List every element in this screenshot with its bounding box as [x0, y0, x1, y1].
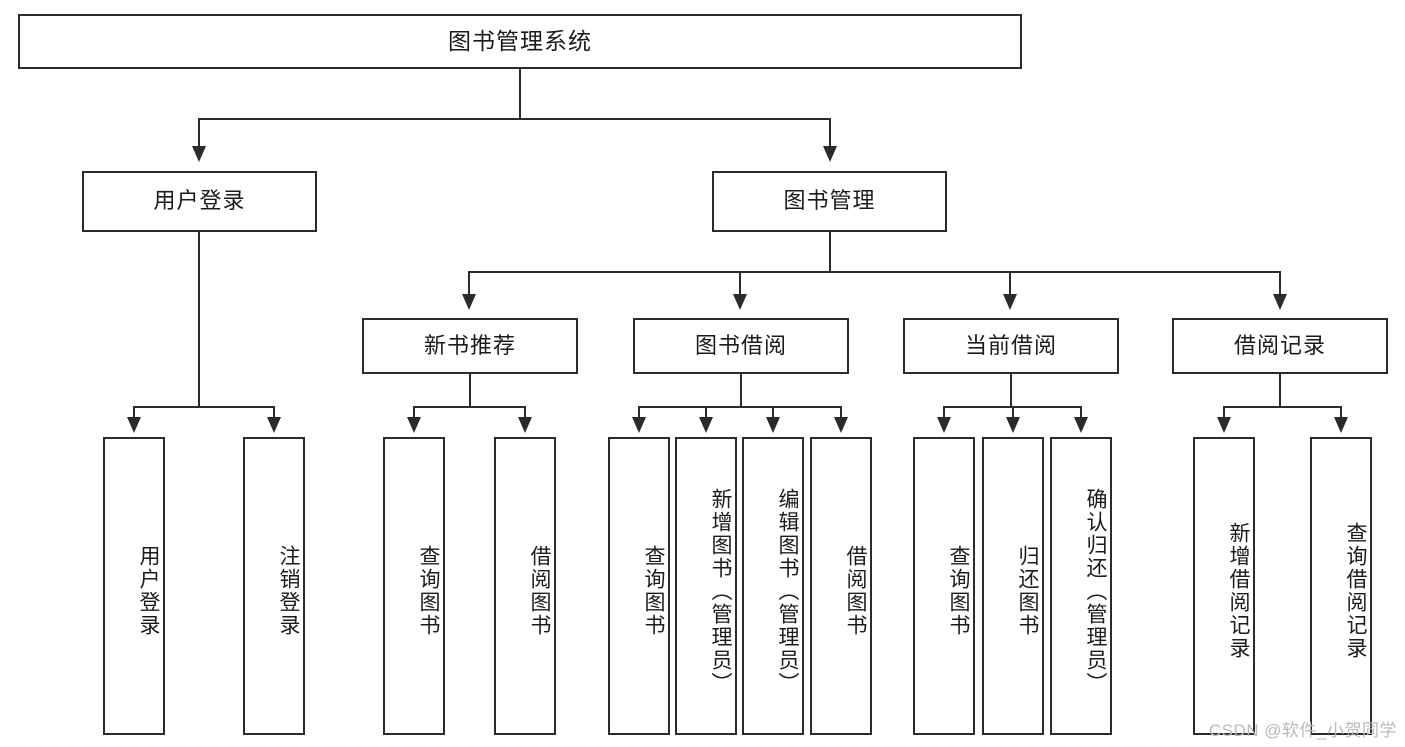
node-user-login[interactable]: 用户登录 — [82, 171, 317, 232]
leaf-query-book-current[interactable]: 查询图书 — [913, 437, 975, 735]
edge-l4-9-drop — [943, 406, 945, 418]
arrow-l4-7 — [766, 417, 780, 433]
edge-l3-4-drop — [1279, 271, 1281, 295]
edge-l4-6-drop — [705, 406, 707, 418]
leaf-user-login[interactable]: 用户登录 — [103, 437, 165, 735]
edge-l4-10-drop — [1012, 406, 1014, 418]
arrow-l4-5 — [632, 417, 646, 433]
edge-new-book-stem — [469, 374, 471, 407]
arrow-l3-2 — [733, 294, 747, 310]
node-current-borrow[interactable]: 当前借阅 — [903, 318, 1119, 374]
edge-l4-12-drop — [1223, 406, 1225, 418]
edge-user-login-bus — [133, 406, 275, 408]
leaf-borrow-book-label: 借阅图书 — [844, 545, 867, 637]
node-borrow-record[interactable]: 借阅记录 — [1172, 318, 1388, 374]
edge-l4-13-drop — [1340, 406, 1342, 418]
arrow-l4-10 — [1006, 417, 1020, 433]
leaf-query-book-recommend-label: 查询图书 — [417, 545, 440, 637]
leaf-query-book-borrow-label: 查询图书 — [642, 545, 665, 637]
leaf-return-book-label: 归还图书 — [1016, 545, 1039, 637]
leaf-return-book[interactable]: 归还图书 — [982, 437, 1044, 735]
edge-l3-2-drop — [739, 271, 741, 295]
arrow-l3-4 — [1273, 294, 1287, 310]
leaf-add-borrow-record-label: 新增借阅记录 — [1227, 522, 1250, 660]
edge-user-login-stem — [198, 232, 200, 407]
leaf-add-borrow-record[interactable]: 新增借阅记录 — [1193, 437, 1255, 735]
leaf-logout-label: 注销登录 — [277, 545, 300, 637]
edge-level2-bus — [198, 118, 831, 120]
leaf-borrow-book-recommend[interactable]: 借阅图书 — [494, 437, 556, 735]
arrow-l3-3 — [1003, 294, 1017, 310]
node-book-borrow-label: 图书借阅 — [694, 332, 787, 358]
edge-borrow-record-bus — [1223, 406, 1342, 408]
edge-borrow-record-stem — [1279, 374, 1281, 407]
edge-l4-1-drop — [133, 406, 135, 418]
edge-book-borrow-stem — [740, 374, 742, 407]
leaf-user-login-label: 用户登录 — [137, 545, 160, 637]
watermark: CSDN @软件_小贺同学 — [1208, 721, 1397, 740]
edge-l4-7-drop — [772, 406, 774, 418]
arrow-l4-9 — [937, 417, 951, 433]
edge-l3-1-drop — [468, 271, 470, 295]
node-new-book-recommend-label: 新书推荐 — [423, 332, 516, 358]
leaf-edit-book-admin[interactable]: 编辑图书（管理员） — [742, 437, 804, 735]
edge-root-stem — [519, 69, 521, 119]
leaf-borrow-book[interactable]: 借阅图书 — [810, 437, 872, 735]
arrow-l3-1 — [462, 294, 476, 310]
leaf-query-book-recommend[interactable]: 查询图书 — [383, 437, 445, 735]
leaf-query-borrow-record-label: 查询借阅记录 — [1344, 522, 1367, 660]
edge-l3-3-drop — [1009, 271, 1011, 295]
leaf-add-book-admin-label: 新增图书（管理员） — [709, 487, 732, 695]
edge-level3-bus — [468, 271, 1280, 273]
leaf-query-book-current-label: 查询图书 — [947, 545, 970, 637]
edge-book-borrow-bus — [638, 406, 842, 408]
leaf-edit-book-admin-label: 编辑图书（管理员） — [776, 487, 799, 695]
edge-l4-4-drop — [524, 406, 526, 418]
leaf-confirm-return-admin-label: 确认归还（管理员） — [1084, 487, 1107, 695]
arrow-l4-4 — [518, 417, 532, 433]
leaf-query-book-borrow[interactable]: 查询图书 — [608, 437, 670, 735]
edge-current-borrow-stem — [1010, 374, 1012, 407]
edge-l4-2-drop — [273, 406, 275, 418]
arrow-l4-12 — [1217, 417, 1231, 433]
edge-l4-5-drop — [638, 406, 640, 418]
arrow-l4-13 — [1334, 417, 1348, 433]
edge-l4-11-drop — [1080, 406, 1082, 418]
edge-l2-1-drop — [198, 118, 200, 148]
arrow-l4-2 — [267, 417, 281, 433]
node-book-borrow[interactable]: 图书借阅 — [633, 318, 849, 374]
edge-new-book-bus — [413, 406, 526, 408]
edge-l4-3-drop — [413, 406, 415, 418]
leaf-logout[interactable]: 注销登录 — [243, 437, 305, 735]
leaf-confirm-return-admin[interactable]: 确认归还（管理员） — [1050, 437, 1112, 735]
arrow-l4-3 — [407, 417, 421, 433]
leaf-add-book-admin[interactable]: 新增图书（管理员） — [675, 437, 737, 735]
node-current-borrow-label: 当前借阅 — [964, 332, 1057, 358]
node-book-management-label: 图书管理 — [783, 188, 876, 214]
node-user-login-label: 用户登录 — [153, 188, 246, 214]
arrow-l4-6 — [699, 417, 713, 433]
node-root[interactable]: 图书管理系统 — [18, 14, 1022, 69]
node-borrow-record-label: 借阅记录 — [1233, 332, 1326, 358]
node-new-book-recommend[interactable]: 新书推荐 — [362, 318, 578, 374]
leaf-borrow-book-recommend-label: 借阅图书 — [528, 545, 551, 637]
edge-l4-8-drop — [840, 406, 842, 418]
arrow-l2-2 — [823, 146, 837, 162]
node-book-management[interactable]: 图书管理 — [712, 171, 947, 232]
arrow-l4-1 — [127, 417, 141, 433]
edge-l2-2-drop — [829, 118, 831, 148]
arrow-l2-1 — [192, 146, 206, 162]
leaf-query-borrow-record[interactable]: 查询借阅记录 — [1310, 437, 1372, 735]
edge-book-management-stem — [829, 232, 831, 272]
arrow-l4-11 — [1074, 417, 1088, 433]
arrow-l4-8 — [834, 417, 848, 433]
node-root-label: 图书管理系统 — [448, 27, 592, 54]
